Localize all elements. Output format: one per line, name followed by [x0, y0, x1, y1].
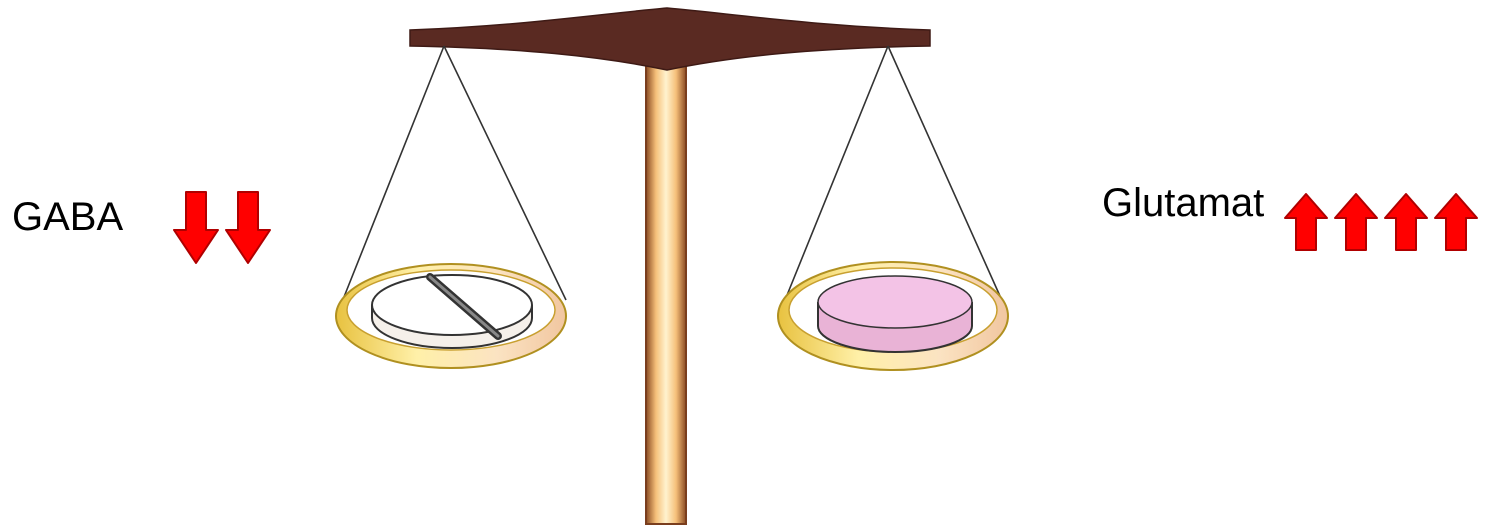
arrow-up-icon	[1383, 192, 1429, 252]
arrow-up-icon	[1283, 192, 1329, 252]
left-pan	[336, 264, 566, 368]
right-pan	[778, 262, 1008, 370]
gaba-label: GABA	[12, 197, 123, 237]
left-pan-weight	[372, 275, 532, 348]
arrow-down-icon	[224, 190, 272, 266]
arrow-down-icon	[172, 190, 220, 266]
scale-beam	[410, 8, 930, 70]
scale-post	[646, 58, 686, 524]
arrow-up-icon	[1333, 192, 1379, 252]
glutamat-label: Glutamat	[1102, 183, 1264, 223]
gaba-arrows	[172, 190, 272, 266]
glutamat-arrows	[1283, 192, 1479, 252]
arrow-up-icon	[1433, 192, 1479, 252]
right-pan-weight	[818, 276, 972, 352]
